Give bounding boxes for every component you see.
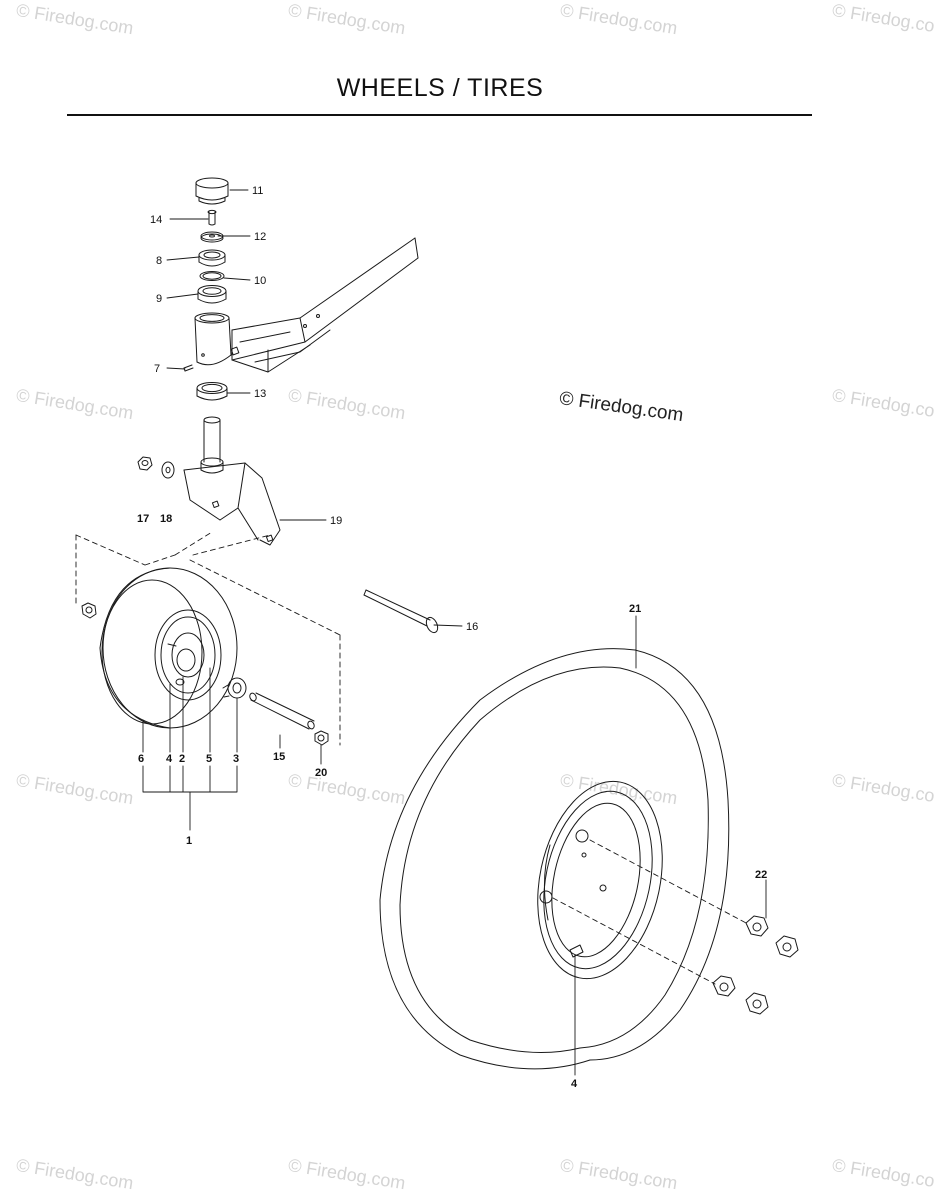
spacer-3 [222, 677, 247, 699]
axle-15 [249, 692, 315, 730]
nut-17 [137, 456, 153, 471]
spindle-housing [194, 312, 232, 366]
callout-18: 18 [160, 513, 172, 525]
callout-11: 11 [252, 185, 263, 197]
assembly-lines-caster [75, 531, 341, 746]
callout-4-rear: 4 [571, 1078, 578, 1090]
washer-18 [161, 461, 175, 479]
page-title: WHEELS / TIRES [336, 74, 544, 102]
assembly-lines-rear [552, 839, 749, 985]
nut-20 [314, 730, 329, 746]
bolt-14 [207, 209, 217, 226]
callout-19: 19 [330, 515, 342, 527]
callout-20: 20 [315, 767, 327, 779]
dust-cap-11 [195, 177, 229, 205]
callout-8: 8 [156, 255, 162, 267]
callout-21: 21 [629, 603, 641, 615]
leader-lines [142, 189, 767, 1076]
bearing-13 [196, 382, 228, 401]
callout-22: 22 [755, 869, 767, 881]
callout-5: 5 [206, 753, 212, 765]
callout-10: 10 [254, 275, 266, 287]
rear-tire-21 [379, 648, 730, 1070]
grease-fitting-7 [183, 364, 194, 372]
callout-4: 4 [166, 753, 173, 765]
caster-fork-19 [183, 416, 281, 546]
callout-7: 7 [154, 363, 160, 375]
callout-14: 14 [150, 214, 162, 226]
callout-3: 3 [233, 753, 239, 765]
lug-nuts-22 [712, 915, 799, 1015]
callout-6: 6 [138, 753, 144, 765]
callout-2: 2 [179, 753, 185, 765]
callout-12: 12 [254, 231, 266, 243]
callout-1: 1 [186, 835, 192, 847]
bearing-8 [198, 249, 226, 267]
washer-12 [200, 231, 224, 243]
bearing-9 [197, 285, 227, 304]
callout-9: 9 [156, 293, 162, 305]
axle-bolt-16 [363, 589, 439, 634]
frame-arm [230, 237, 419, 373]
caster-nut-left [81, 602, 97, 619]
ring-10 [199, 271, 225, 281]
caster-wheel-6 [99, 567, 238, 729]
callout-17: 17 [137, 513, 149, 525]
callout-13: 13 [254, 388, 266, 400]
callout-15: 15 [273, 751, 285, 763]
title-rule [67, 114, 812, 116]
callout-16: 16 [466, 621, 478, 633]
